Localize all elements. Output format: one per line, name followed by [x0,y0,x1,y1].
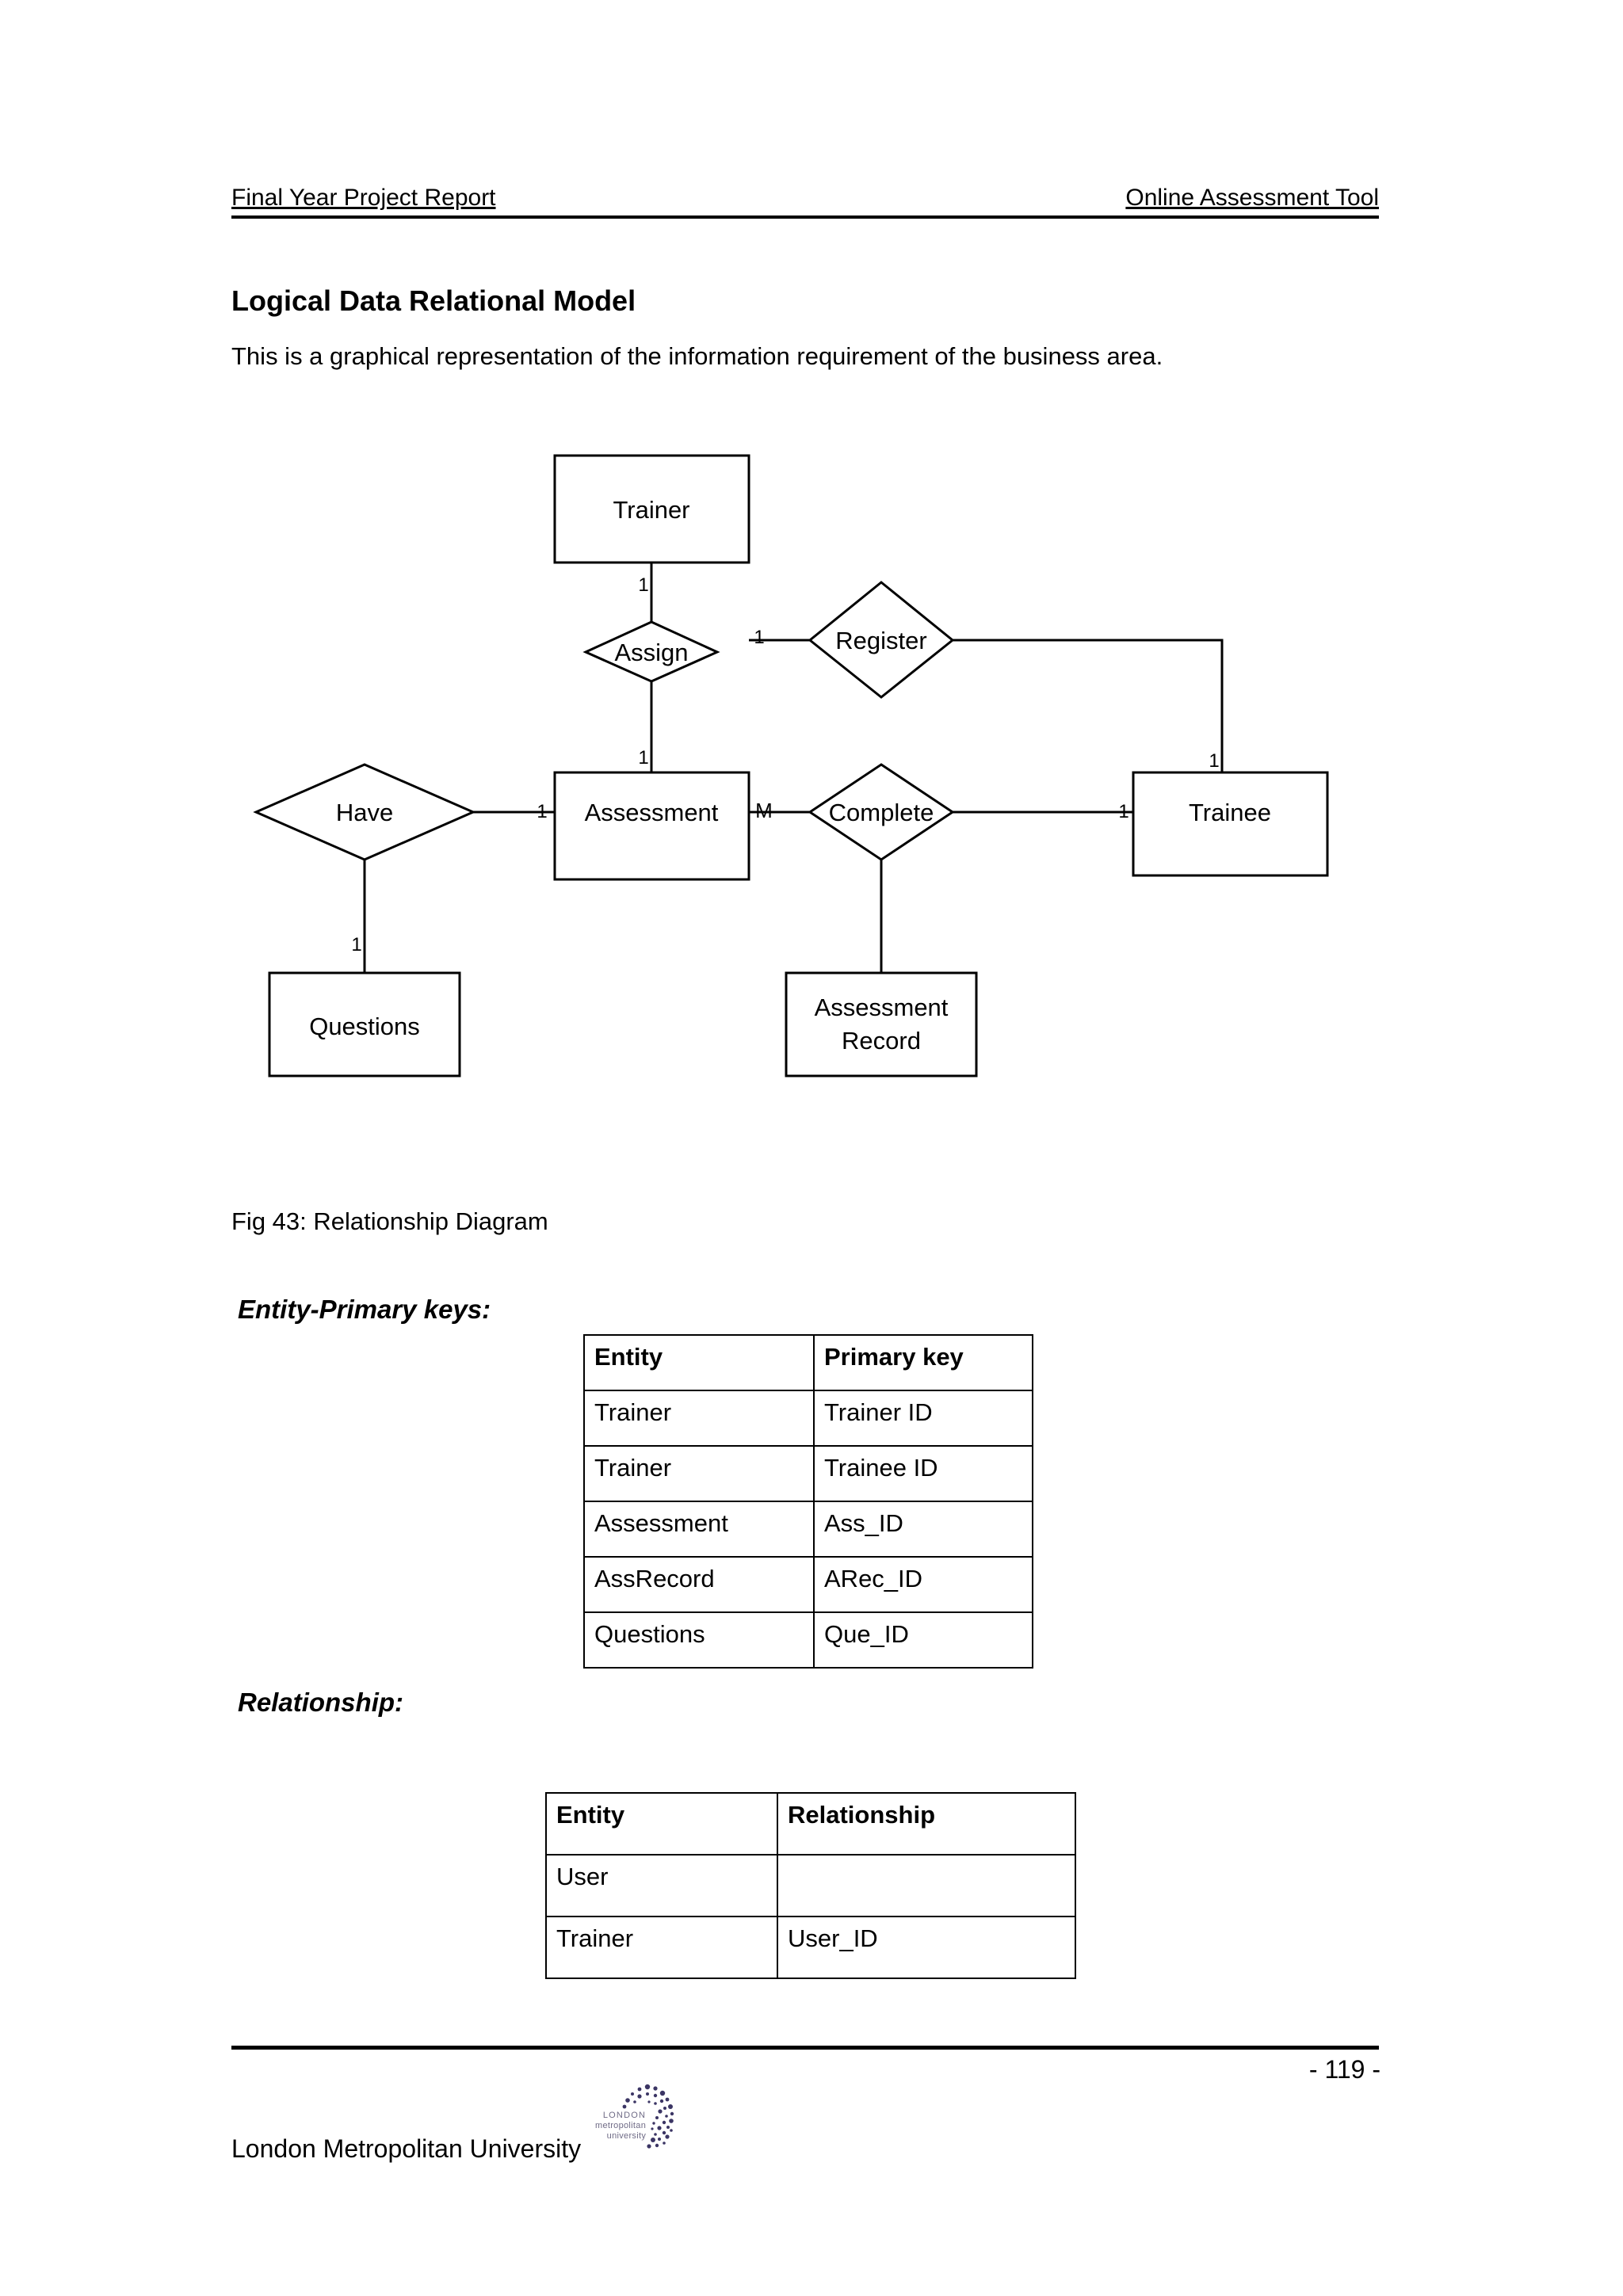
column-header-primary-key: Primary key [813,1334,1033,1391]
logo-line-london: LONDON [602,2111,647,2120]
table-header-row: Entity Relationship [545,1792,1076,1855]
footer-divider-rule [231,2046,1379,2050]
footer-university-block: London Metropolitan University [231,2069,834,2164]
subheading-relationship: Relationship: [238,1688,404,1717]
table-row: Trainer Trainee ID [583,1445,1033,1502]
cell-entity: AssRecord [583,1556,815,1613]
table-row: Trainer Trainer ID [583,1390,1033,1447]
header-right-text: Online Assessment Tool [1125,185,1379,211]
cardinality-assign-assessment: 1 [638,747,648,769]
entity-questions [268,971,461,1077]
table-row: AssRecord ARec_ID [583,1556,1033,1613]
entity-questions-label: Questions [309,1013,420,1040]
entity-primary-keys-table: Entity Primary key Trainer Trainer ID Tr… [583,1334,1033,1669]
logo-wordmark: LONDON metropolitan university [587,2111,646,2142]
logo-line-metropolitan: metropolitan [594,2121,647,2130]
table-header-row: Entity Primary key [583,1334,1033,1391]
cell-primary-key: Ass_ID [813,1501,1033,1558]
relationship-assign-label: Assign [614,639,688,666]
relationship-register [808,581,955,699]
cardinality-assessment-complete: M [755,799,773,822]
relationship-table: Entity Relationship User Trainer User_ID [545,1792,1076,1979]
cell-relationship: User_ID [777,1916,1076,1979]
entity-trainee [1132,771,1329,877]
cell-entity: Assessment [583,1501,815,1558]
entity-assessment-record [785,971,978,1077]
subheading-entity-primary-keys: Entity-Primary keys: [238,1295,491,1324]
relationship-complete-label: Complete [829,799,934,826]
relationship-diagram: Trainer Assessment Trainee Questions Ass… [231,428,1388,1165]
relationship-complete [808,763,955,861]
cell-entity: Trainer [583,1445,815,1502]
cell-entity: Trainer [545,1916,778,1979]
cardinality-trainer-assign: 1 [638,574,648,596]
london-metropolitan-university-logo-icon: LONDON metropolitan university [587,2081,682,2168]
column-header-entity: Entity [545,1792,778,1855]
cell-entity: Questions [583,1611,815,1669]
cell-primary-key: Trainee ID [813,1445,1033,1502]
header-left-text: Final Year Project Report [231,185,496,211]
entity-trainer-label: Trainer [613,496,689,524]
entity-trainer [553,454,750,564]
entity-assessment-label: Assessment [585,799,719,826]
cardinality-register-trainee: 1 [1209,750,1219,772]
entity-assessment-record-label-line1: Assessment [815,994,949,1021]
section-paragraph: This is a graphical representation of th… [231,342,1163,370]
cardinality-complete-trainee: 1 [1118,801,1128,822]
relationship-have-label: Have [336,799,393,826]
running-header: Final Year Project Report Online Assessm… [231,184,1379,219]
logo-line-university: university [606,2131,647,2141]
cardinality-have-assessment: 1 [537,801,547,822]
table-row: Trainer User_ID [545,1916,1076,1979]
cardinality-trainer-register: 1 [754,627,764,648]
section-title: Logical Data Relational Model [231,284,636,317]
cell-entity: Trainer [583,1390,815,1447]
page-number: - 119 - [1308,2055,1381,2084]
entity-trainee-label: Trainee [1189,799,1271,826]
cardinality-have-questions: 1 [351,934,361,955]
cell-primary-key: Que_ID [813,1611,1033,1669]
column-header-entity: Entity [583,1334,815,1391]
relationship-assign [582,620,720,683]
header-divider-rule [231,215,1379,219]
table-row: Assessment Ass_ID [583,1501,1033,1558]
cell-primary-key: ARec_ID [813,1556,1033,1613]
cell-relationship [777,1854,1076,1917]
entity-assessment [553,771,750,881]
table-row: Questions Que_ID [583,1611,1033,1669]
figure-caption: Fig 43: Relationship Diagram [231,1207,548,1235]
table-row: User [545,1854,1076,1917]
cell-entity: User [545,1854,778,1917]
edge-register-trainee [953,639,1224,772]
entity-assessment-record-label-line2: Record [842,1027,921,1055]
relationship-have [253,763,476,861]
column-header-relationship: Relationship [777,1792,1076,1855]
footer-university-name: London Metropolitan University [231,2134,582,2163]
relationship-register-label: Register [835,627,926,654]
cell-primary-key: Trainer ID [813,1390,1033,1447]
